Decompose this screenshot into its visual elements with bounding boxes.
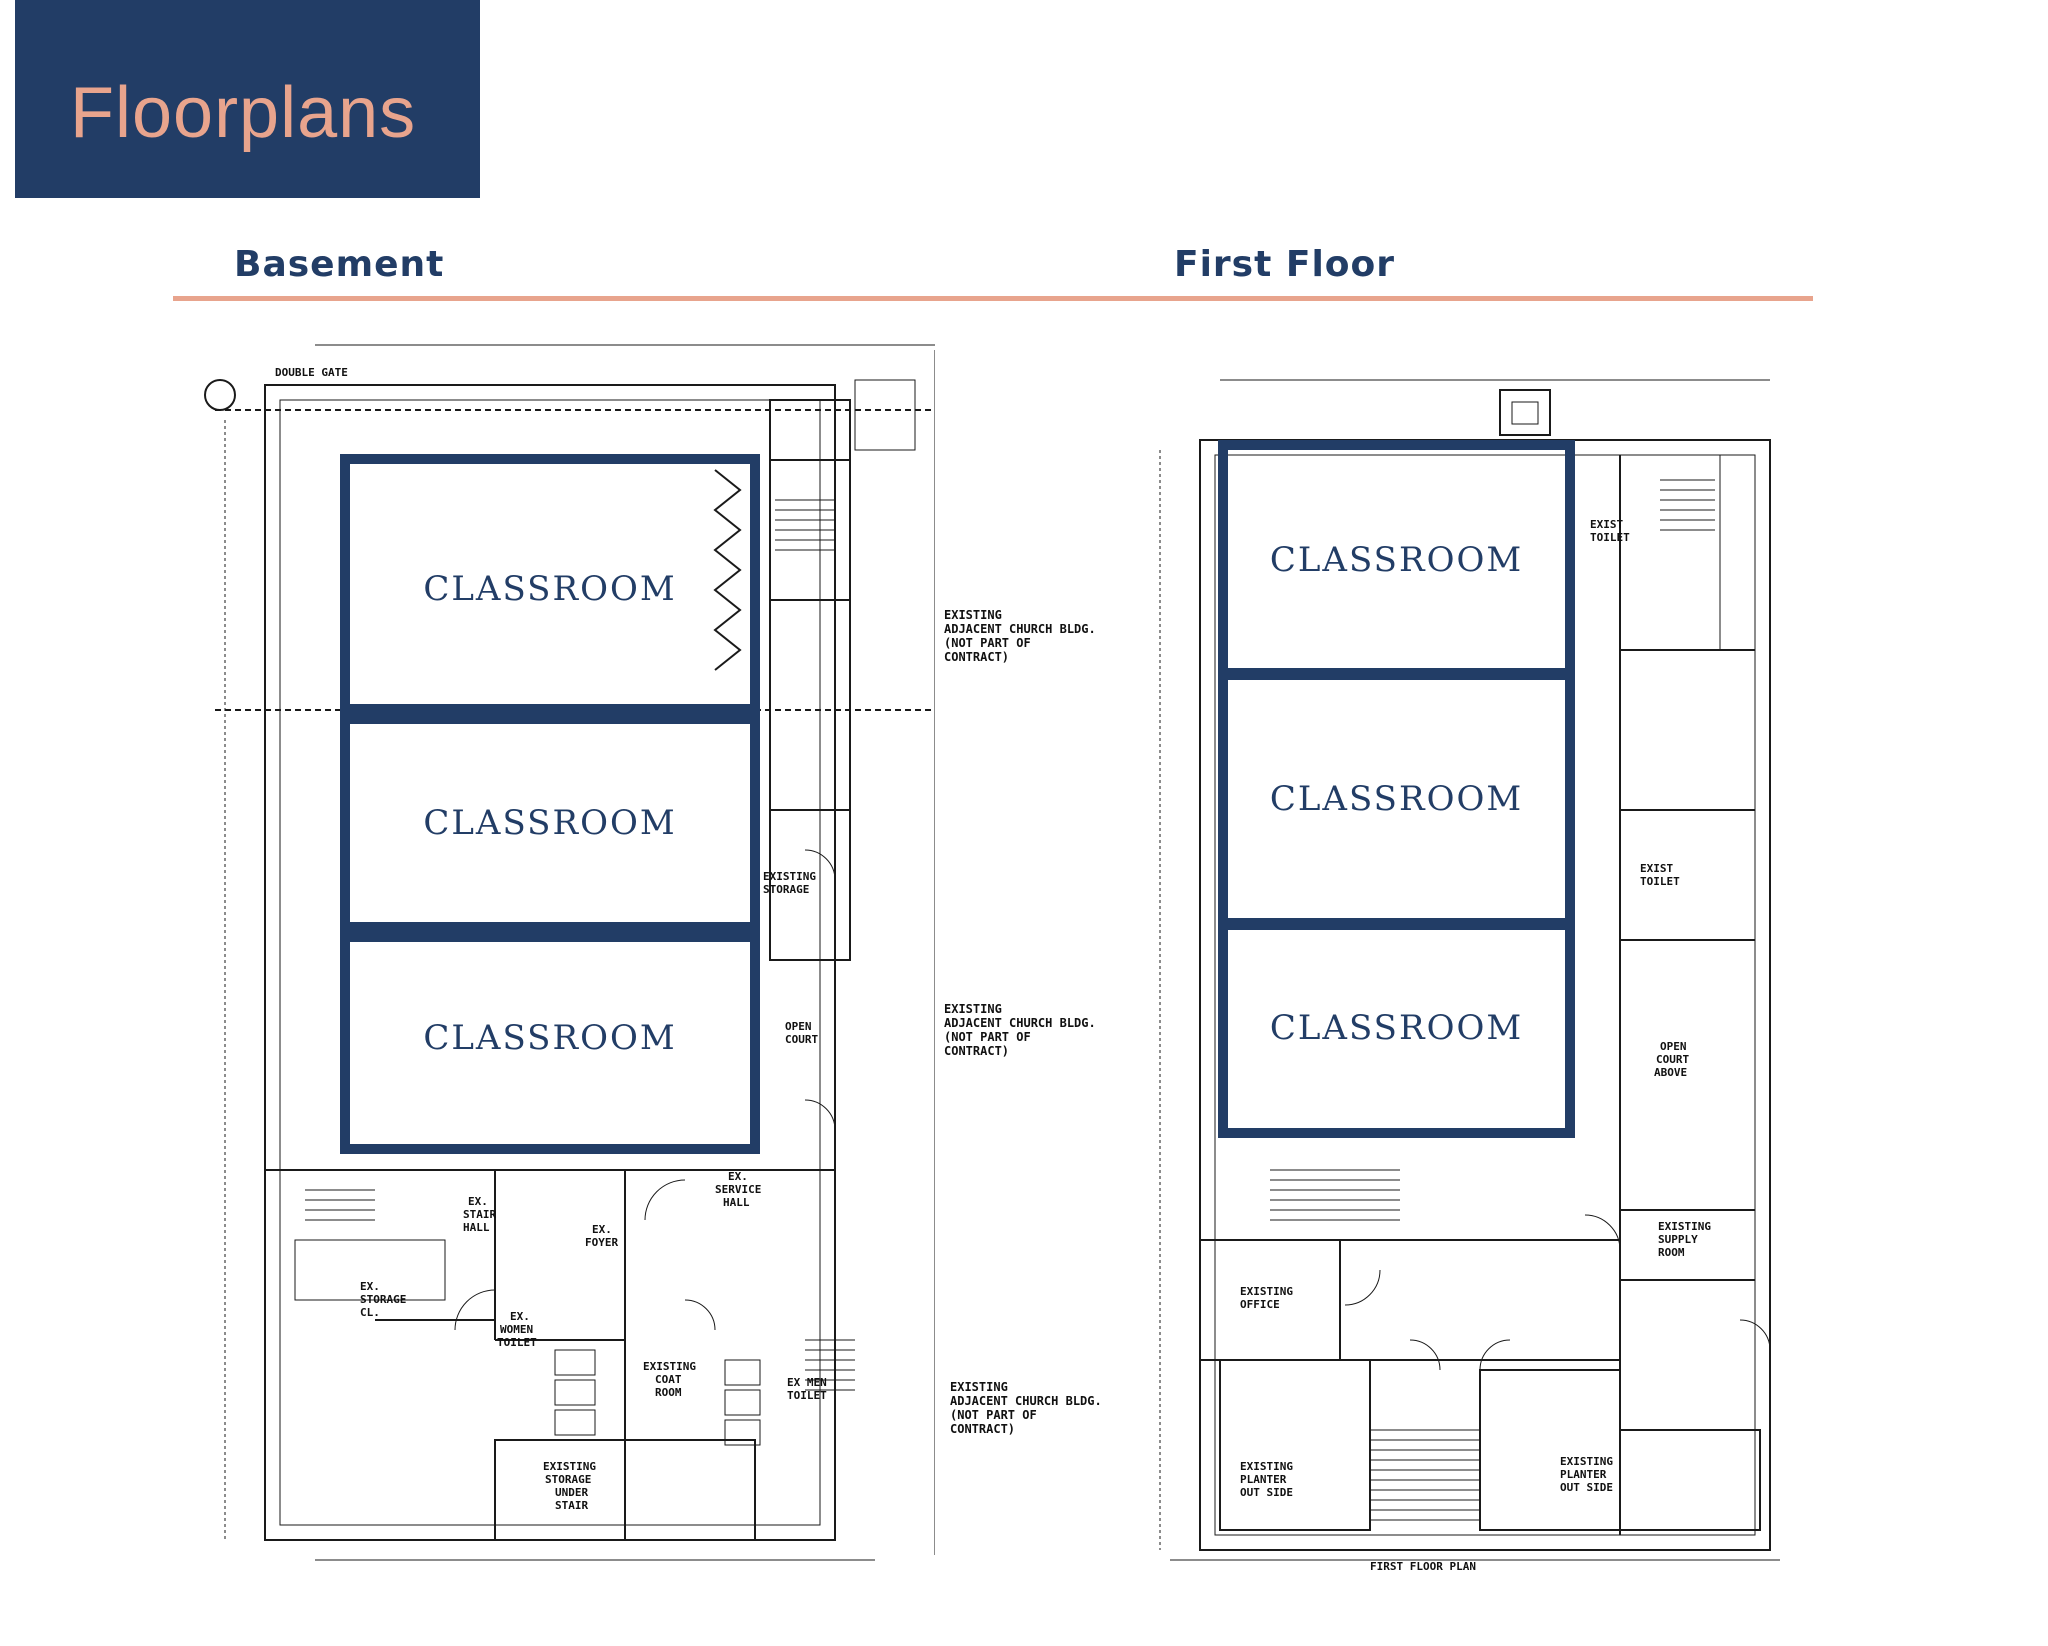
room-label: CLASSROOM — [409, 1012, 691, 1064]
adj3-line2: ADJACENT CHURCH BLDG. — [950, 1394, 1102, 1408]
note-under-4: STAIR — [555, 1499, 588, 1512]
ff-plan-caption: FIRST FLOOR PLAN — [1370, 1560, 1476, 1573]
adjacent-note-2: EXISTING ADJACENT CHURCH BLDG. (NOT PART… — [944, 1002, 1096, 1058]
ff-planterL-3: OUT SIDE — [1240, 1486, 1293, 1499]
note-under-3: UNDER — [555, 1486, 588, 1499]
adjacent-note-1: EXISTING ADJACENT CHURCH BLDG. (NOT PART… — [944, 608, 1096, 664]
basement-classroom-1[interactable]: CLASSROOM — [340, 454, 760, 724]
adj1-line4: CONTRACT) — [944, 650, 1010, 664]
first-floor-classroom-1[interactable]: CLASSROOM — [1218, 440, 1575, 680]
note-storage-line2: STORAGE — [763, 883, 809, 896]
ff-court-1: OPEN — [1660, 1040, 1687, 1053]
adjacent-note-3: EXISTING ADJACENT CHURCH BLDG. (NOT PART… — [950, 1380, 1102, 1436]
page-title: Floorplans — [70, 73, 417, 153]
note-under-2: STORAGE — [545, 1473, 591, 1486]
note-storcl-2: STORAGE — [360, 1293, 406, 1306]
note-coat-2: COAT — [655, 1373, 682, 1386]
note-court-line1: OPEN — [785, 1020, 812, 1033]
note-service-2: SERVICE — [715, 1183, 761, 1196]
basement-heading: Basement — [234, 244, 445, 285]
room-label: CLASSROOM — [409, 797, 691, 849]
adj1-line3: (NOT PART OF — [944, 636, 1031, 650]
adj3-line3: (NOT PART OF — [950, 1408, 1037, 1422]
note-under-1: EXISTING — [543, 1460, 596, 1473]
ff-court-3: ABOVE — [1654, 1066, 1687, 1079]
note-storcl-1: EX. — [360, 1280, 380, 1293]
ff-planterL-2: PLANTER — [1240, 1473, 1287, 1486]
ff-office-1: EXISTING — [1240, 1285, 1293, 1298]
first-floor-heading: First Floor — [1174, 244, 1396, 285]
room-label: CLASSROOM — [1255, 773, 1538, 825]
adj2-line4: CONTRACT) — [944, 1044, 1010, 1058]
adj3-line4: CONTRACT) — [950, 1422, 1016, 1436]
ff-office-2: OFFICE — [1240, 1298, 1280, 1311]
note-service-3: HALL — [723, 1196, 750, 1209]
heading-divider — [173, 296, 1813, 301]
adj2-line1: EXISTING — [944, 1002, 1002, 1016]
ff-supply-1: EXISTING — [1658, 1220, 1711, 1233]
adj2-line2: ADJACENT CHURCH BLDG. — [944, 1016, 1096, 1030]
note-foyer-2: FOYER — [585, 1236, 618, 1249]
ff-toilet2-2: TOILET — [1640, 875, 1680, 888]
adj2-line3: (NOT PART OF — [944, 1030, 1031, 1044]
ff-planterR-3: OUT SIDE — [1560, 1481, 1613, 1494]
ff-toilet1-2: TOILET — [1590, 531, 1630, 544]
note-storcl-3: CL. — [360, 1306, 380, 1319]
ff-toilet2-1: EXIST — [1640, 862, 1673, 875]
note-stair-1: EX. — [468, 1195, 488, 1208]
ff-planterL-1: EXISTING — [1240, 1460, 1293, 1473]
room-label: CLASSROOM — [1255, 534, 1538, 586]
basement-floorplan: DOUBLE GATE EXISTING STORAGE OPEN COURT … — [195, 340, 935, 1575]
note-women-3: TOILET — [497, 1336, 537, 1349]
note-foyer-1: EX. — [592, 1223, 612, 1236]
title-block: Floorplans — [15, 0, 480, 198]
adj1-line1: EXISTING — [944, 608, 1002, 622]
first-floor-classroom-3[interactable]: CLASSROOM — [1218, 918, 1575, 1138]
room-label: CLASSROOM — [409, 563, 691, 615]
ff-planterR-2: PLANTER — [1560, 1468, 1607, 1481]
note-women-1: EX. — [510, 1310, 530, 1323]
note-stair-2: STAIR — [463, 1208, 496, 1221]
note-women-2: WOMEN — [500, 1323, 533, 1336]
ff-supply-2: SUPPLY — [1658, 1233, 1698, 1246]
note-court-line2: COURT — [785, 1033, 818, 1046]
note-service-1: EX. — [728, 1170, 748, 1183]
note-coat-3: ROOM — [655, 1386, 682, 1399]
ff-planterR-1: EXISTING — [1560, 1455, 1613, 1468]
note-men-1: EX MEN — [787, 1376, 827, 1389]
basement-classroom-2[interactable]: CLASSROOM — [340, 704, 760, 942]
first-floor-classroom-2[interactable]: CLASSROOM — [1218, 668, 1575, 930]
note-coat-1: EXISTING — [643, 1360, 696, 1373]
note-men-2: TOILET — [787, 1389, 827, 1402]
ff-supply-3: ROOM — [1658, 1246, 1685, 1259]
note-stair-3: HALL — [463, 1221, 490, 1234]
ff-toilet1-1: EXIST — [1590, 518, 1623, 531]
adj1-line2: ADJACENT CHURCH BLDG. — [944, 622, 1096, 636]
note-double-gate: DOUBLE GATE — [275, 366, 348, 379]
basement-classroom-3[interactable]: CLASSROOM — [340, 922, 760, 1154]
room-label: CLASSROOM — [1255, 1002, 1538, 1054]
note-storage-line1: EXISTING — [763, 870, 816, 883]
ff-court-2: COURT — [1656, 1053, 1689, 1066]
adj3-line1: EXISTING — [950, 1380, 1008, 1394]
